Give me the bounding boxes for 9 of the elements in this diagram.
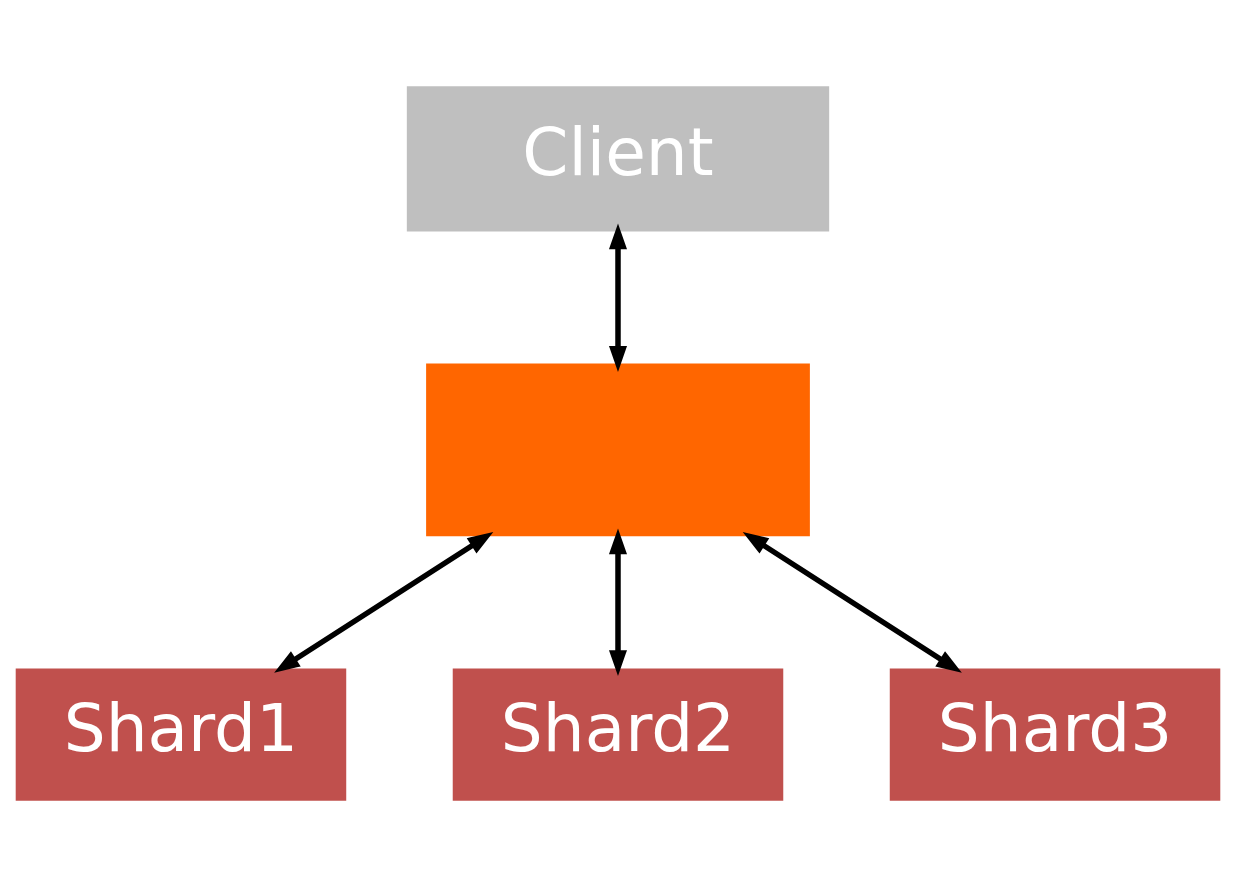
node-box: Shard2 [452,668,784,801]
arrow [608,223,628,372]
node-box: Shard1 [15,668,347,801]
node-box: Client [406,86,830,232]
arrow [274,531,494,673]
arrow [742,531,962,673]
node-box: Shard3 [889,668,1221,801]
arrow [608,528,628,676]
node-box [426,363,810,537]
